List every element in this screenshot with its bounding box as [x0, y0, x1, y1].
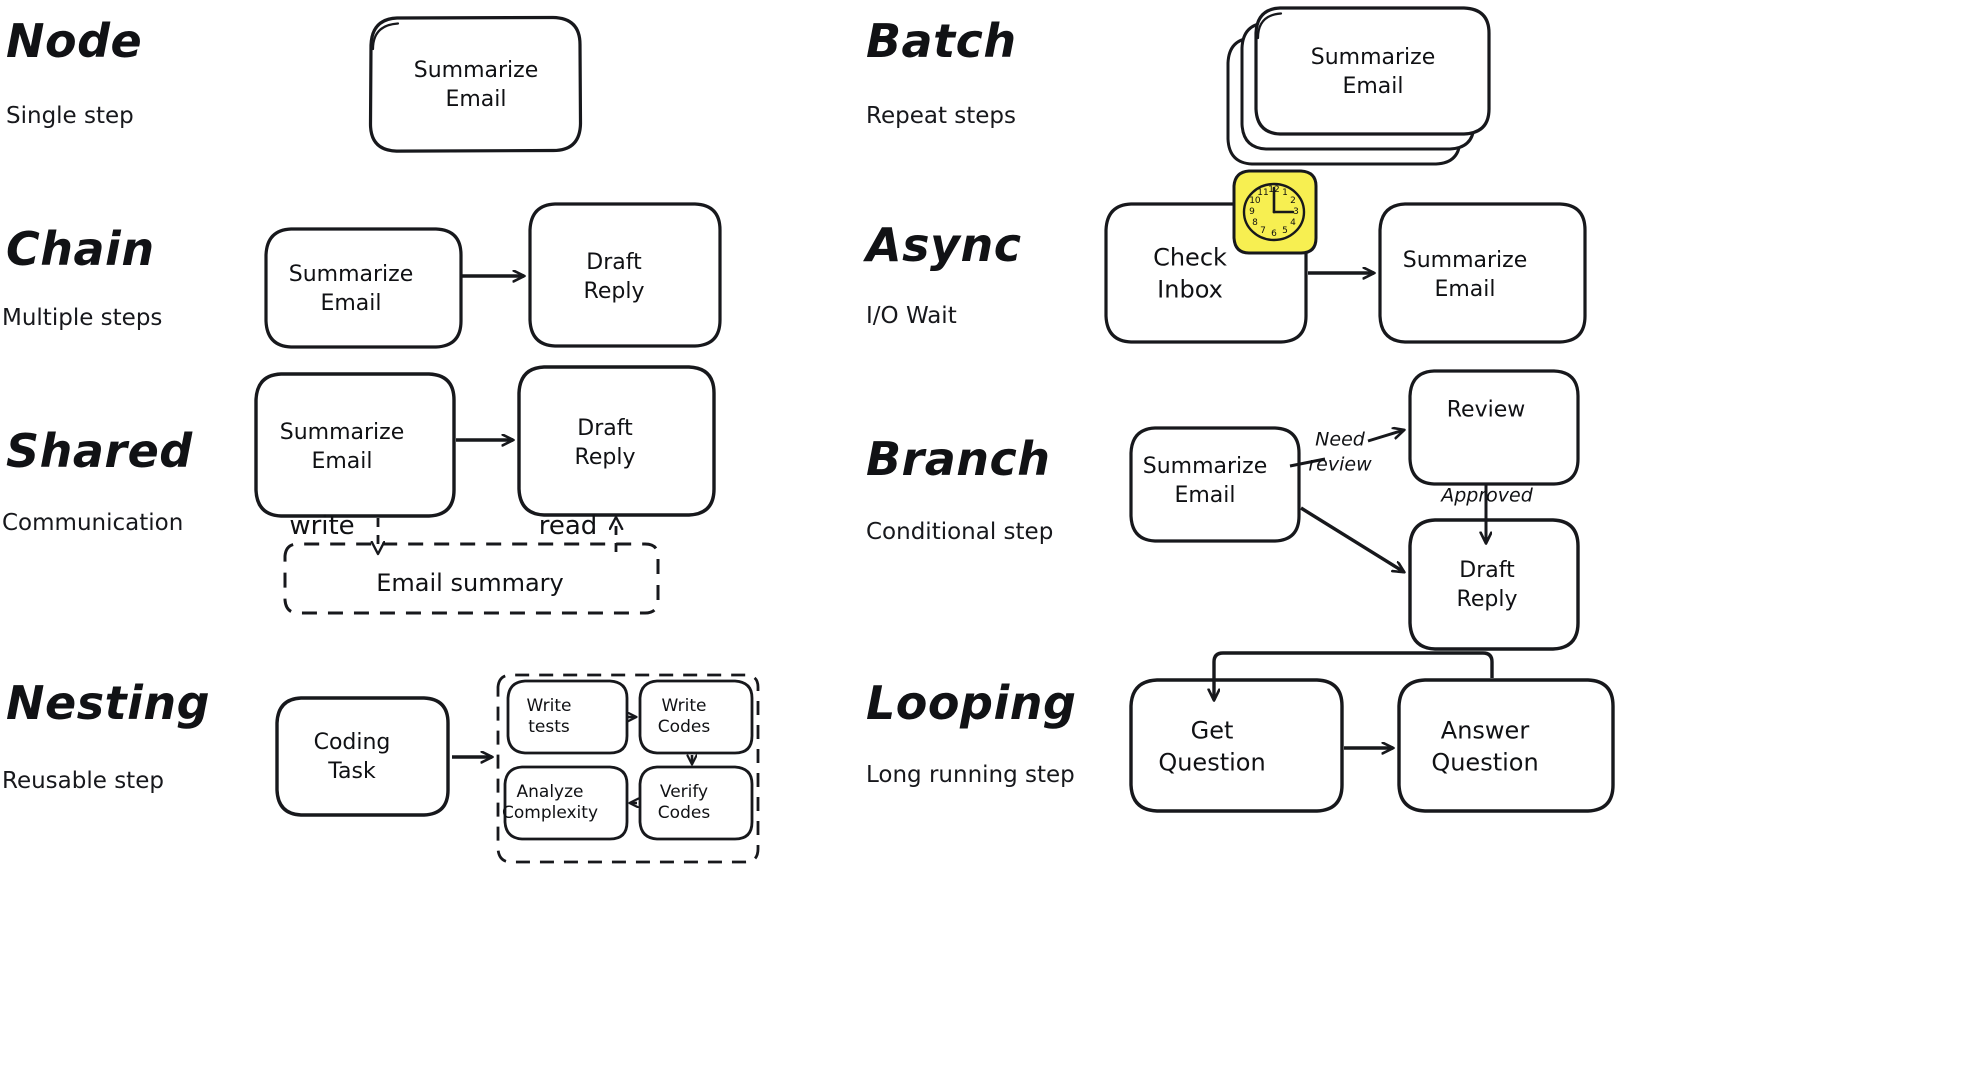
chain-box-2[interactable]: [528, 202, 722, 348]
clock-number: 3: [1293, 207, 1299, 217]
looping-box-get-question[interactable]: [1129, 678, 1344, 813]
branch-box-review[interactable]: [1408, 369, 1580, 486]
section-title-node: Node: [6, 14, 143, 68]
nesting-box-analyze-complexity[interactable]: [503, 765, 629, 841]
shared-write-label: write: [289, 511, 355, 542]
section-subtitle-nesting: Reusable step: [2, 768, 164, 794]
node-box[interactable]: [368, 15, 583, 153]
shared-store-box[interactable]: [283, 542, 660, 615]
clock-icon: [1232, 169, 1318, 255]
nesting-box-verify-codes[interactable]: [638, 765, 754, 841]
section-subtitle-node: Single step: [6, 103, 134, 129]
clock-number: 5: [1282, 226, 1288, 237]
section-title-branch: Branch: [866, 432, 1051, 486]
branch-need-review-label: Need review: [1308, 428, 1372, 475]
batch-stack[interactable]: [1226, 6, 1491, 166]
shared-read-label: read: [538, 511, 598, 542]
nesting-box-coding-task[interactable]: [275, 696, 450, 817]
shared-box-2[interactable]: [517, 365, 716, 517]
section-title-nesting: Nesting: [6, 676, 211, 730]
async-box-2[interactable]: [1378, 202, 1587, 344]
clock-number: 8: [1252, 218, 1258, 228]
branch-edge-need-review: [1289, 457, 1326, 468]
nesting-box-write-tests[interactable]: [506, 679, 629, 755]
section-subtitle-batch: Repeat steps: [866, 103, 1017, 129]
clock-number: 1: [1282, 187, 1288, 198]
section-subtitle-shared: Communication: [2, 510, 184, 536]
chain-box-1[interactable]: [264, 227, 463, 349]
clock-number: 10: [1249, 196, 1261, 206]
section-title-looping: Looping: [866, 676, 1077, 730]
clock-number: 4: [1290, 218, 1296, 228]
clock-number: 2: [1290, 196, 1296, 206]
nesting-group-boundary: [496, 673, 760, 864]
branch-edge-direct: [1300, 506, 1404, 572]
section-subtitle-async: I/O Wait: [866, 303, 957, 329]
clock-number: 9: [1249, 207, 1255, 217]
branch-approved-label: Approved: [1441, 484, 1533, 507]
branch-box-1[interactable]: [1129, 426, 1301, 543]
clock-number: 6: [1271, 229, 1277, 239]
nesting-box-write-codes[interactable]: [638, 679, 754, 755]
section-subtitle-looping: Long running step: [866, 762, 1075, 788]
section-title-chain: Chain: [6, 222, 155, 276]
branch-box-draft[interactable]: [1408, 518, 1580, 651]
section-subtitle-chain: Multiple steps: [2, 305, 163, 331]
clock-number: 11: [1257, 187, 1269, 198]
looping-edge-loopback: [1214, 651, 1494, 700]
branch-edge-need-review-arrow: [1367, 430, 1404, 443]
section-title-async: Async: [866, 218, 1022, 272]
section-title-shared: Shared: [6, 424, 193, 478]
section-subtitle-branch: Conditional step: [866, 519, 1054, 545]
clock-number: 7: [1260, 226, 1266, 237]
looping-box-answer-question[interactable]: [1397, 678, 1615, 813]
clock-number: 12: [1268, 185, 1280, 195]
shared-box-1[interactable]: [254, 372, 456, 518]
section-title-batch: Batch: [866, 14, 1017, 68]
